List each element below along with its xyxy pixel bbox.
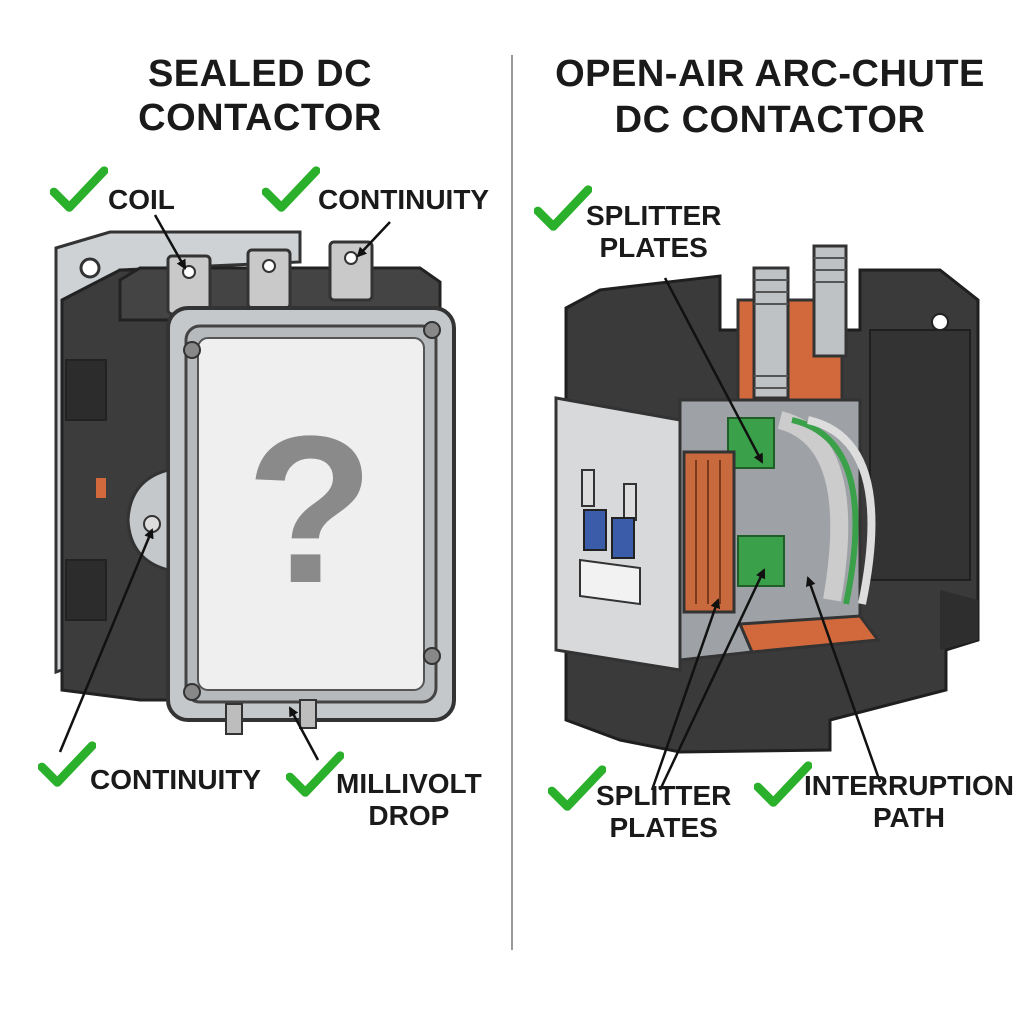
label-continuity-bottom: CONTINUITY bbox=[90, 762, 261, 796]
open-air-contactor-drawing bbox=[556, 246, 978, 752]
left-panel-title: SEALED DC CONTACTOR bbox=[30, 52, 490, 140]
label-splitter-plates-bottom: SPLITTER PLATES bbox=[596, 780, 731, 844]
unknown-internals-symbol: ? bbox=[210, 405, 410, 615]
right-panel-title-line1: OPEN-AIR ARC-CHUTE bbox=[530, 52, 1010, 96]
label-interruption-path: INTERRUPTION PATH bbox=[804, 770, 1014, 834]
label-continuity-top: CONTINUITY bbox=[318, 182, 489, 216]
right-panel-title-line2: DC CONTACTOR bbox=[530, 98, 1010, 142]
label-splitter-plates-top: SPLITTER PLATES bbox=[586, 200, 721, 264]
label-millivolt-drop: MILLIVOLT DROP bbox=[336, 768, 482, 832]
label-coil: COIL bbox=[108, 182, 175, 216]
